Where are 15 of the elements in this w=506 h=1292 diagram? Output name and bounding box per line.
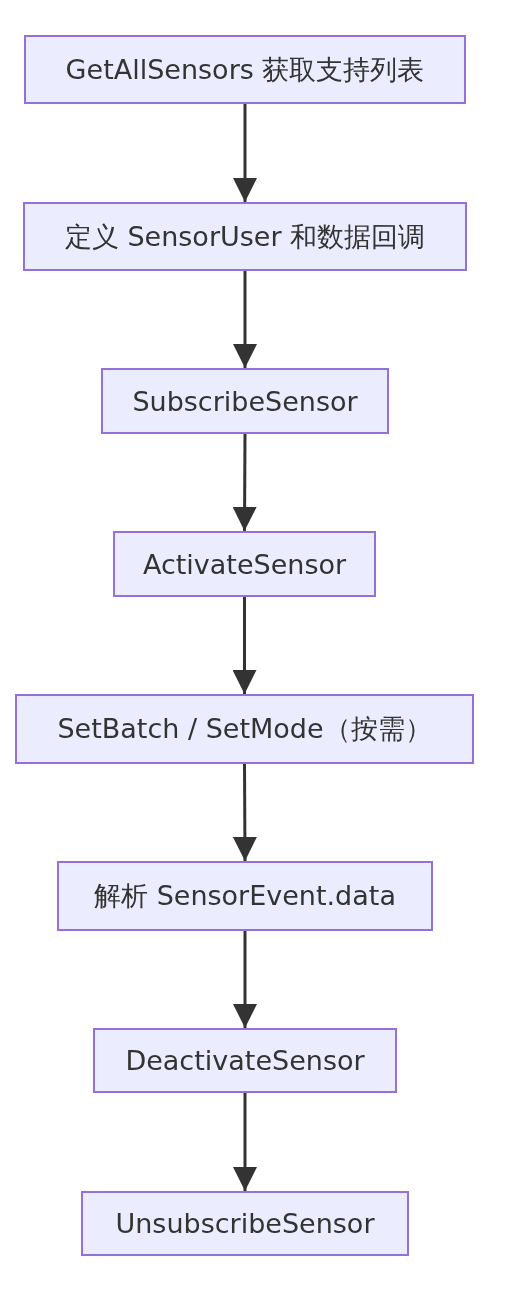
arrow bbox=[233, 931, 257, 1028]
arrow bbox=[232, 434, 257, 531]
arrow bbox=[232, 764, 257, 861]
process-box: SetBatch / SetMode（按需） bbox=[15, 694, 474, 764]
arrow bbox=[232, 597, 257, 694]
process-box: 解析 SensorEvent.data bbox=[57, 861, 433, 931]
process-box: UnsubscribeSensor bbox=[81, 1191, 409, 1256]
process-box: SubscribeSensor bbox=[101, 368, 389, 434]
process-box: ActivateSensor bbox=[113, 531, 376, 597]
arrow bbox=[233, 104, 257, 202]
arrow bbox=[233, 271, 257, 368]
process-box: GetAllSensors 获取支持列表 bbox=[24, 35, 466, 104]
arrow bbox=[233, 1093, 257, 1191]
process-box: DeactivateSensor bbox=[93, 1028, 397, 1093]
process-box: 定义 SensorUser 和数据回调 bbox=[23, 202, 467, 271]
